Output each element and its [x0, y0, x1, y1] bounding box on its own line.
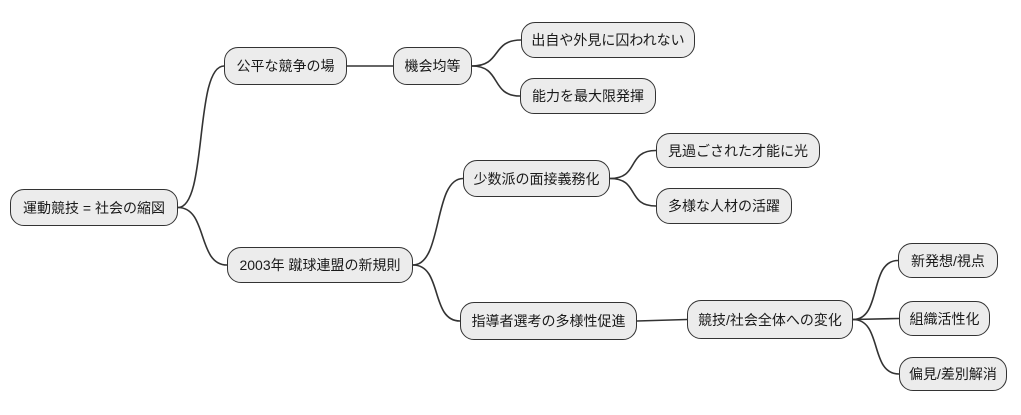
node-diverse: 多様な人材の活躍	[656, 188, 792, 224]
node-equal: 機会均等	[393, 47, 472, 85]
edge-rules2003-minority	[412, 177, 464, 266]
node-fair: 公平な競争の場	[224, 47, 347, 85]
edge-equal-origin	[471, 39, 522, 67]
node-org: 組織活性化	[899, 301, 990, 336]
node-talent: 見過ごされた才能に光	[656, 133, 820, 168]
edge-change-idea	[852, 259, 899, 321]
edge-change-org	[852, 317, 900, 321]
edge-minority-talent	[609, 149, 657, 180]
edge-change-bias	[852, 318, 900, 375]
node-bias: 偏見/差別解消	[899, 357, 1007, 391]
node-origin: 出自や外見に囚われない	[521, 22, 695, 58]
edge-rules2003-leader	[412, 264, 461, 322]
node-ability: 能力を最大限発揮	[520, 78, 656, 114]
node-minority: 少数派の面接義務化	[463, 160, 610, 197]
edge-minority-diverse	[609, 177, 657, 207]
node-change: 競技/社会全体への変化	[687, 300, 853, 339]
node-leader: 指導者選考の多様性促進	[460, 302, 637, 340]
edge-equal-ability	[471, 65, 521, 97]
node-idea: 新発想/視点	[898, 243, 998, 278]
node-root: 運動競技 = 社会の縮図	[10, 189, 178, 226]
edge-root-rules2003	[177, 206, 228, 266]
node-rules2003: 2003年 蹴球連盟の新規則	[227, 247, 413, 283]
edge-leader-change	[636, 318, 688, 322]
edge-root-fair	[177, 65, 225, 209]
